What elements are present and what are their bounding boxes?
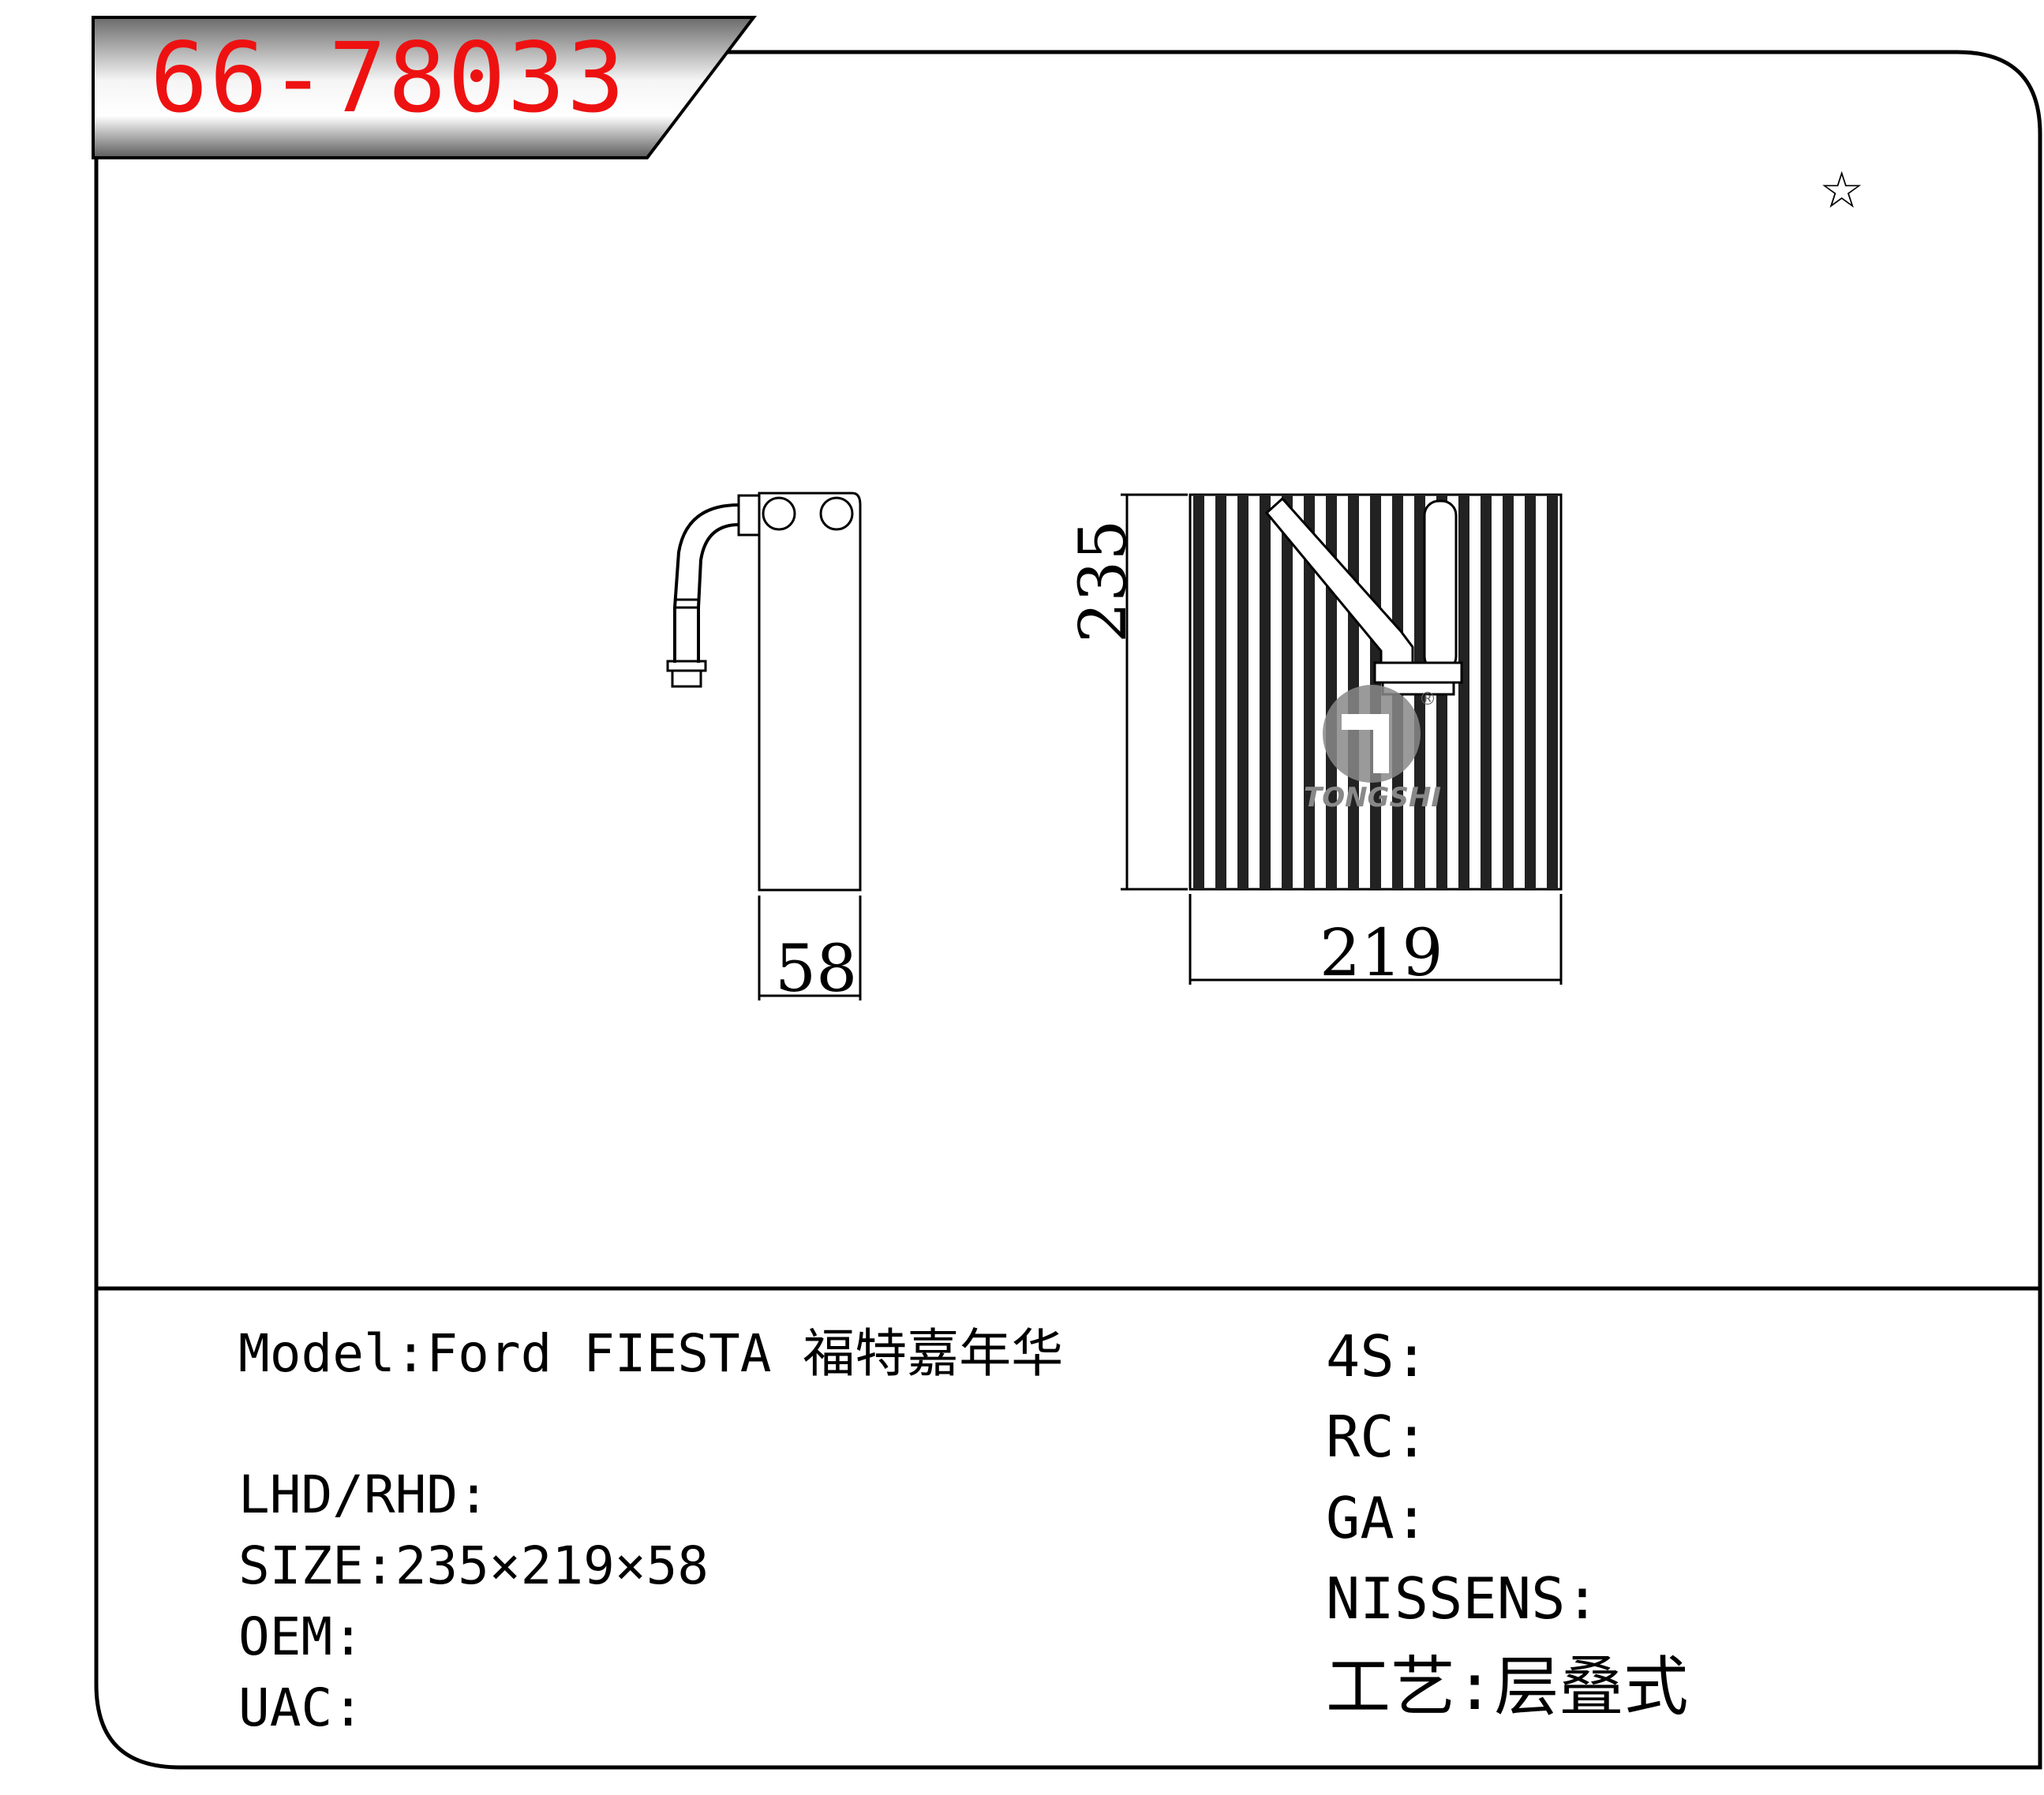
title-banner <box>92 16 758 159</box>
process-value: 层叠式 <box>1494 1650 1689 1725</box>
dim-length: 219 <box>1320 916 1443 991</box>
outer-border <box>94 50 2042 1770</box>
size-value: 235×219×58 <box>395 1535 709 1596</box>
process-row: 工艺:层叠式 <box>1326 1655 1688 1720</box>
part-number: 66-78033 <box>150 22 627 134</box>
dim-height: 235 <box>1066 519 1141 643</box>
nissens-label: NISSENS: <box>1326 1565 1600 1632</box>
model-label: Model: <box>238 1323 427 1384</box>
star-icon: ☆ <box>1819 162 1865 220</box>
oem-label: OEM: <box>238 1606 364 1667</box>
front-view-drawing: ® TONGSHI <box>1121 493 1563 985</box>
model-row: Model:Ford FIESTA 福特嘉年华 <box>238 1328 1063 1380</box>
size-row: SIZE:235×219×58 <box>238 1540 709 1592</box>
side-view-drawing <box>666 492 862 1000</box>
lhd-rhd-label: LHD/RHD: <box>238 1464 489 1525</box>
model-value: Ford FIESTA 福特嘉年华 <box>426 1323 1064 1384</box>
logo-text: TONGSHI <box>1304 782 1441 813</box>
ga-label: GA: <box>1326 1485 1429 1551</box>
4s-label: 4S: <box>1326 1323 1429 1389</box>
process-label: 工艺: <box>1326 1650 1495 1725</box>
dim-width: 58 <box>775 932 858 1007</box>
cooling-fins <box>1193 495 1558 889</box>
uac-label: UAC: <box>238 1677 364 1738</box>
size-label: SIZE: <box>238 1535 395 1596</box>
logo-mark: ® <box>1419 690 1436 709</box>
brand-logo: ® TONGSHI <box>1304 685 1441 813</box>
rc-label: RC: <box>1326 1404 1429 1470</box>
